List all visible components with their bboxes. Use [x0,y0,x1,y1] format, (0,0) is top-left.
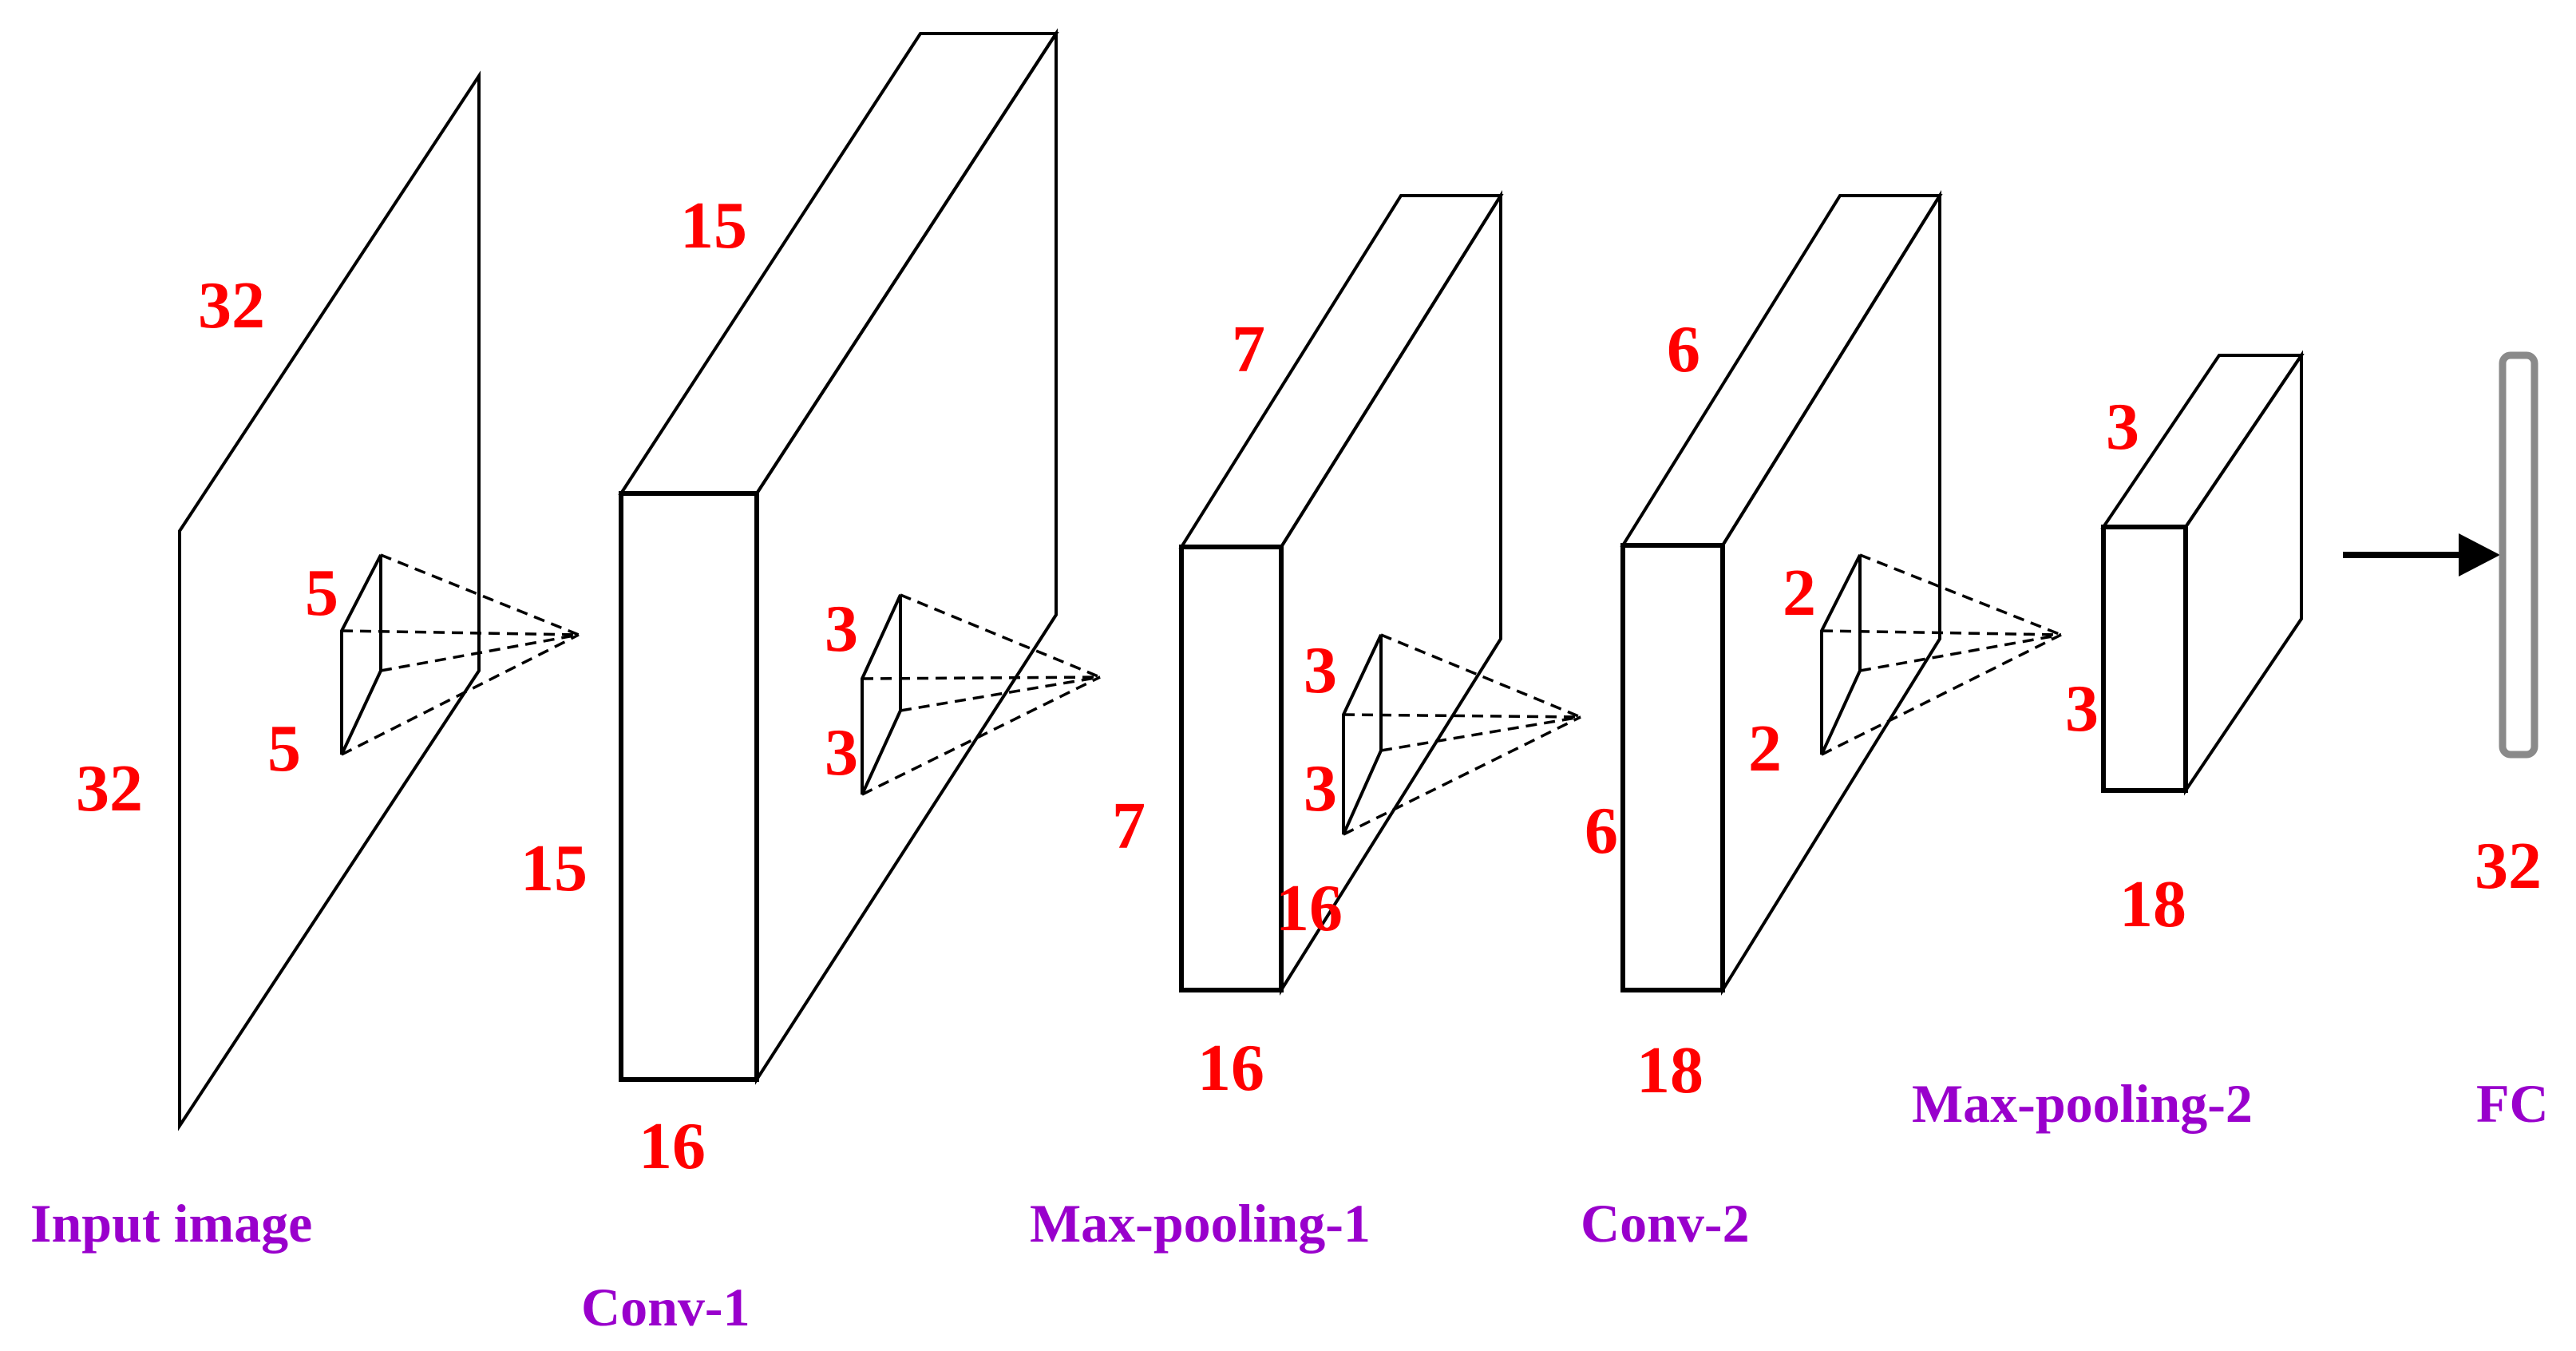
pool2-height-label: 3 [2065,672,2099,746]
conv2-kernel-top-label: 2 [1783,556,1816,630]
conv1-layer [618,28,1101,1085]
pool2-front-face [2101,525,2188,793]
pool2-layer [2100,350,2305,796]
input-image-layer [178,70,580,1131]
input-kernel [340,553,580,756]
pool2-caption: Max-pooling-2 [1912,1073,2253,1134]
input-top-label: 32 [198,268,265,343]
fc-bar [2499,351,2538,759]
conv2-layer [1620,189,2062,996]
pool1-kernel-side-label: 3 [1304,751,1337,826]
pool1-height-label: 7 [1112,789,1146,863]
conv2-width-label: 18 [1636,1033,1703,1107]
conv2-kernel [1820,553,2062,756]
pool1-kernel-top-label: 3 [1304,633,1337,707]
input-kernel-top-label: 5 [305,556,338,630]
conv1-front-face [619,491,759,1082]
pool1-front-face [1179,545,1284,992]
input-image-caption: Input image [30,1193,312,1254]
input-side-label: 32 [76,751,143,826]
pool2-width-label: 18 [2119,867,2186,941]
conv2-side-face [1721,189,1941,996]
conv1-side-face [755,28,1058,1085]
conv2-depth-label: 6 [1667,312,1700,386]
pool1-kernel [1342,633,1581,836]
conv1-top-face [618,32,1059,495]
pool1-layer [1178,190,1581,996]
pool1-depth-value-label: 16 [1276,871,1343,945]
pool1-depth-label: 7 [1232,312,1265,386]
input-kernel-side-label: 5 [267,711,301,786]
conv2-kernel-side-label: 2 [1748,711,1782,786]
conv2-caption: Conv-2 [1581,1193,1750,1254]
conv1-depth-label: 15 [680,188,747,263]
fc-layer [2343,351,2538,759]
conv1-width-label: 16 [639,1109,706,1183]
input-image-plane [178,70,481,1131]
pool1-width-label: 16 [1197,1031,1264,1105]
pool2-side-face [2184,350,2303,796]
conv1-kernel-side-label: 3 [825,715,858,790]
fc-size-label: 32 [2475,829,2542,903]
conv2-height-label: 6 [1585,794,1618,868]
pool1-caption: Max-pooling-1 [1030,1193,1371,1254]
conv1-caption: Conv-1 [581,1277,750,1337]
conv1-kernel-top-label: 3 [825,592,858,666]
conv1-height-label: 15 [520,831,588,905]
pool1-top-face [1178,194,1504,549]
conv1-kernel [861,593,1101,796]
pool2-depth-label: 3 [2106,390,2139,464]
conv2-front-face [1620,543,1725,992]
arrow-head-icon [2459,533,2500,576]
fc-caption: FC [2476,1073,2549,1134]
